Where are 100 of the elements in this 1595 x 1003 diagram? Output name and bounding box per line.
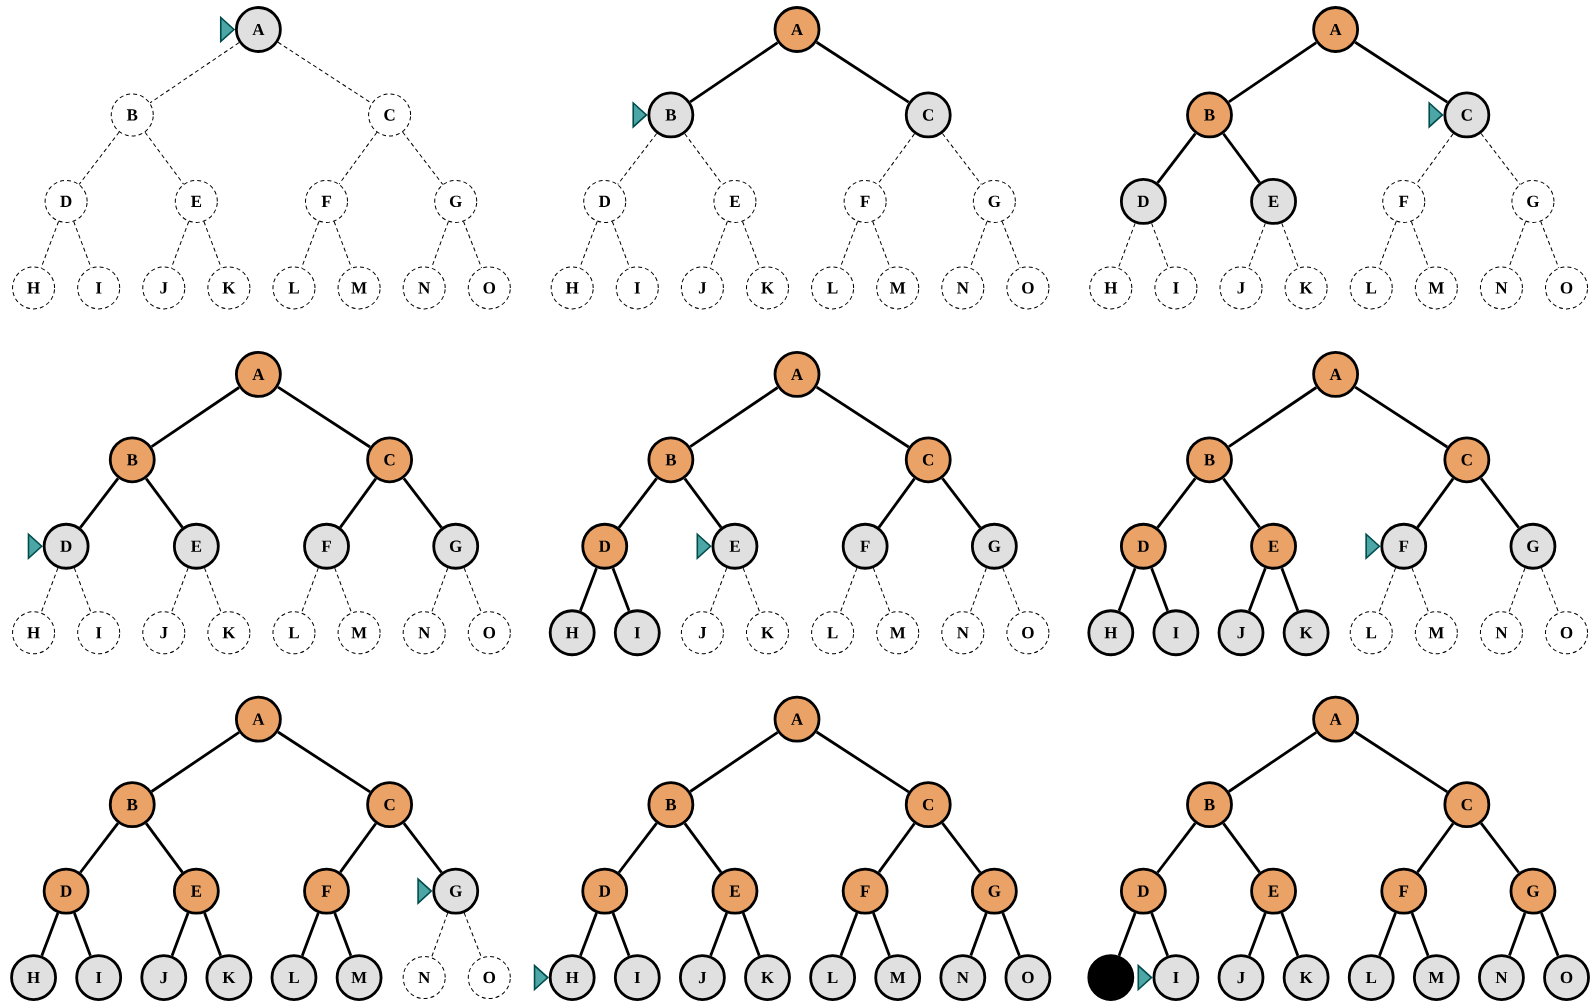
tree-edge xyxy=(1280,567,1300,612)
tree-edge xyxy=(1222,132,1261,184)
tree-edge xyxy=(683,477,723,529)
tree-node: C xyxy=(366,781,413,829)
dashed-edge xyxy=(617,133,658,185)
tree-node: J xyxy=(1219,266,1263,310)
tree-edge xyxy=(1416,477,1455,529)
tree-node: E xyxy=(1250,522,1297,570)
tree-edge xyxy=(877,822,916,873)
tree-node: E xyxy=(711,522,759,570)
tree-node: K xyxy=(746,266,789,310)
tree-edge xyxy=(815,385,910,449)
tree-node: K xyxy=(1282,954,1330,1001)
dashed-edge xyxy=(742,221,761,269)
tree-node: H xyxy=(548,954,596,1001)
tree-node: G xyxy=(970,522,1018,570)
tree-edge xyxy=(170,912,190,957)
tree-node: I xyxy=(1154,266,1198,310)
tree-node: E xyxy=(711,867,759,915)
dashed-edge xyxy=(463,912,482,958)
dashed-edge xyxy=(872,567,891,614)
tree-node: C xyxy=(1443,781,1491,829)
tree-node: F xyxy=(841,522,889,570)
tree-node: J xyxy=(679,954,726,1001)
tree-node: B xyxy=(110,93,154,137)
tree-node: L xyxy=(1347,954,1395,1001)
dashed-edge xyxy=(1540,220,1560,269)
tree-edge xyxy=(579,912,598,957)
tree-edge xyxy=(1222,822,1261,874)
dashed-edge xyxy=(1002,567,1021,614)
dashed-edge xyxy=(301,567,319,614)
dashed-edge xyxy=(78,131,120,185)
tree-edge xyxy=(277,730,371,794)
tree-edge xyxy=(145,477,184,529)
tree-node: F xyxy=(305,179,349,223)
tree-node: A xyxy=(235,6,282,53)
tree-edge xyxy=(339,477,377,529)
tree-edge xyxy=(709,912,728,957)
dashed-edge xyxy=(1508,567,1526,614)
tree-edge xyxy=(203,912,222,957)
tree-node: I xyxy=(613,609,661,657)
tree-node: M xyxy=(1412,954,1460,1001)
tree-node: J xyxy=(142,611,186,655)
tree-node: H xyxy=(1089,266,1133,310)
tree-node: M xyxy=(1414,266,1458,310)
tree-node: N xyxy=(402,266,446,310)
tree-edge xyxy=(145,822,184,874)
dashed-edge xyxy=(611,221,631,269)
tree-node: O xyxy=(1006,266,1050,310)
tree-edge xyxy=(1222,477,1261,529)
tree-node: C xyxy=(368,93,412,137)
tree-edge xyxy=(941,477,982,529)
dashed-edge xyxy=(301,221,320,269)
dashed-edge xyxy=(73,567,92,614)
tree-node: K xyxy=(207,611,251,655)
tree-node: J xyxy=(142,266,186,310)
dashed-edge xyxy=(1281,222,1300,269)
tree-node: D xyxy=(1120,178,1167,225)
dashed-edge xyxy=(277,41,373,104)
tree-node: C xyxy=(904,91,952,139)
tree-edge xyxy=(1354,385,1448,449)
tree-node: A xyxy=(773,6,821,53)
dashed-edge xyxy=(431,221,449,269)
tree-edge xyxy=(402,477,443,529)
tree-edge xyxy=(1156,822,1197,874)
tree-edge xyxy=(969,912,988,957)
tree-edge xyxy=(683,822,723,874)
tree-node: G xyxy=(432,522,480,570)
tree-node: I xyxy=(615,266,659,310)
tree-node: B xyxy=(1186,91,1233,139)
tree-node: B xyxy=(647,781,695,829)
tree-node: N xyxy=(941,611,985,655)
tree-node: C xyxy=(904,436,952,484)
tree-node: F xyxy=(1382,179,1426,223)
tree-node: D xyxy=(1120,522,1167,570)
tree-edge xyxy=(333,912,353,957)
dashed-edge xyxy=(1411,567,1430,614)
tree-node: N xyxy=(939,954,987,1001)
tree-edge xyxy=(611,912,631,957)
tree-edge xyxy=(1228,41,1318,103)
tree-edge xyxy=(1479,477,1520,529)
tree-node: K xyxy=(1284,266,1328,310)
dashed-edge xyxy=(1001,220,1021,269)
tree-node: M xyxy=(337,266,381,310)
tree-node: M xyxy=(335,954,383,1001)
tree-edge xyxy=(579,567,598,612)
dashed-edge xyxy=(334,567,352,614)
tree-node: O xyxy=(467,956,511,1000)
tree-edge xyxy=(872,912,891,957)
dashed-edge xyxy=(1151,222,1169,269)
tree-edge xyxy=(277,385,371,449)
tree-node: G xyxy=(1511,179,1555,223)
tree-node: A xyxy=(235,350,282,398)
dashed-edge xyxy=(170,221,190,269)
tree-edge xyxy=(1479,822,1520,874)
tree-node: B xyxy=(108,781,156,829)
dashed-edge xyxy=(73,221,92,269)
tree-edge xyxy=(1410,912,1430,957)
tree-node: N xyxy=(941,266,985,310)
dashed-edge xyxy=(204,567,222,614)
